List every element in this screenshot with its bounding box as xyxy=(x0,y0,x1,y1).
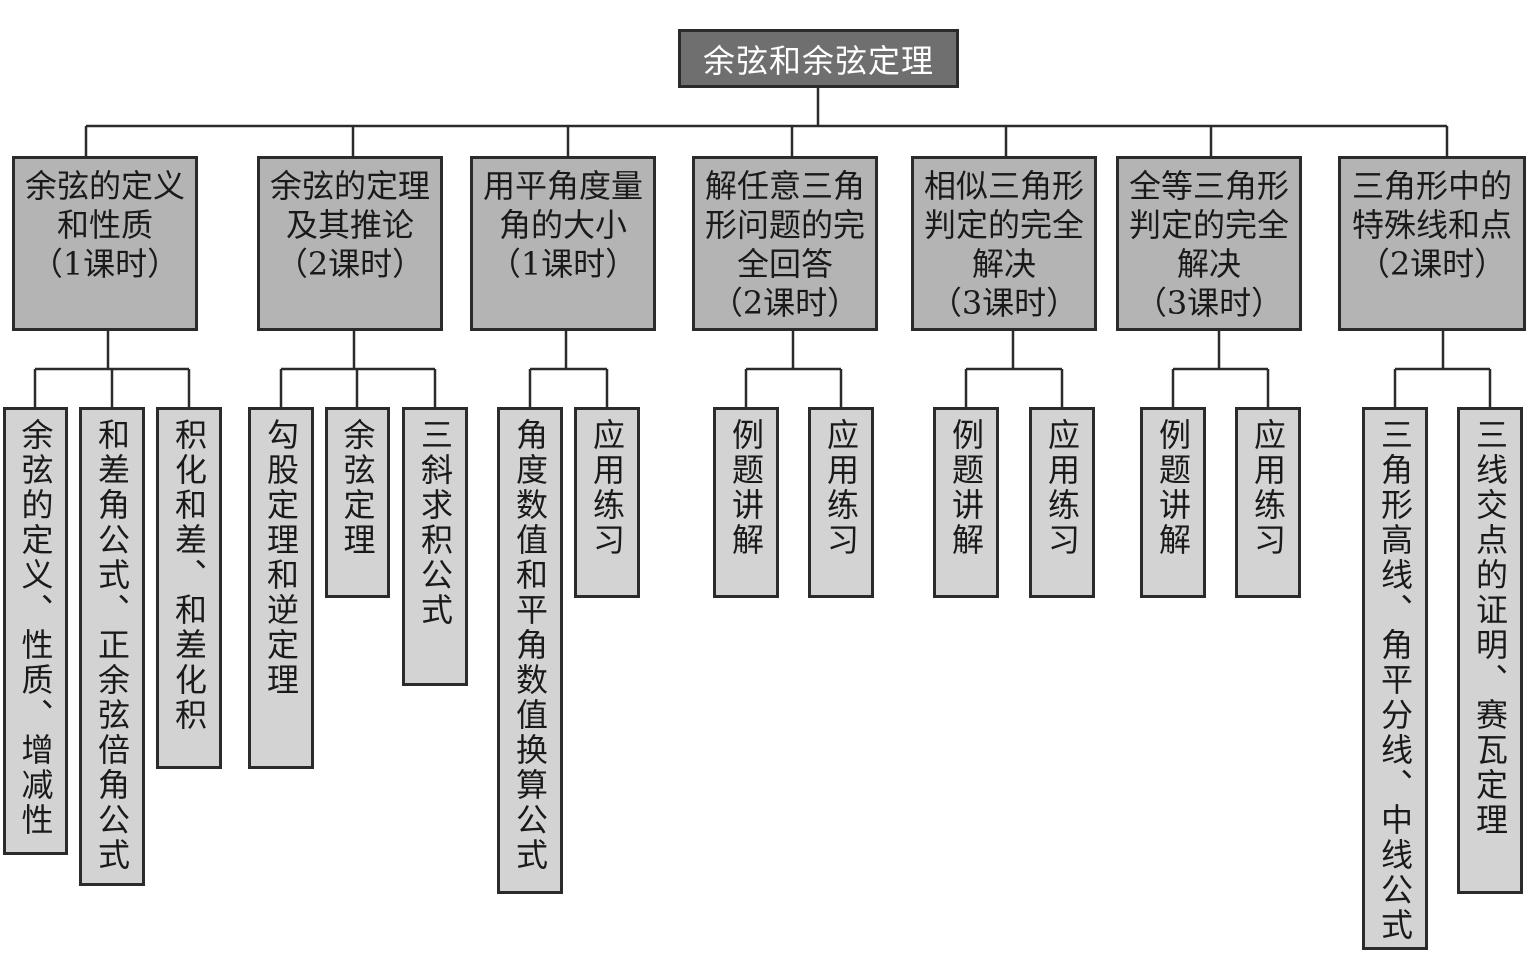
topic-7-line-1: 三角形中的 xyxy=(1351,167,1512,205)
topic-4-line-2: 形问题的完 xyxy=(704,206,865,244)
subtopic-3-1: 角度数值和平角数值换算公式 xyxy=(497,407,563,894)
subtopic-7-1: 三角形高线、角平分线、中线公式 xyxy=(1362,407,1428,950)
subtopic-6-1: 例题讲解 xyxy=(1140,407,1206,598)
topic-node-5: 相似三角形 判定的完全 解决 （3课时） xyxy=(911,156,1097,331)
topic-node-7: 三角形中的 特殊线和点 （2课时） xyxy=(1338,156,1526,331)
root-node: 余弦和余弦定理 xyxy=(678,29,959,88)
topic-6-line-3: 解决 xyxy=(1176,245,1241,283)
topic-4-line-3: 全回答 xyxy=(736,245,833,283)
topic-3-line-2: 角的大小 xyxy=(498,206,627,244)
topic-3-line-3: （1课时） xyxy=(488,245,638,283)
subtopic-4-1-label: 例题讲解 xyxy=(727,418,765,558)
topic-6-line-1: 全等三角形 xyxy=(1128,167,1289,205)
topic-5-line-3: 解决 xyxy=(971,245,1036,283)
topic-2-line-1: 余弦的定理 xyxy=(269,167,430,205)
topic-5-line-1: 相似三角形 xyxy=(923,167,1084,205)
topic-node-3: 用平角度量 角的大小 （1课时） xyxy=(470,156,656,331)
topic-node-2: 余弦的定理 及其推论 （2课时） xyxy=(257,156,443,331)
subtopic-7-1-label: 三角形高线、角平分线、中线公式 xyxy=(1376,418,1414,943)
topic-node-4: 解任意三角 形问题的完 全回答 （2课时） xyxy=(692,156,878,331)
subtopic-2-1: 勾股定理和逆定理 xyxy=(248,407,314,769)
subtopic-3-1-label: 角度数值和平角数值换算公式 xyxy=(511,418,549,873)
subtopic-1-2: 和差角公式、正余弦倍角公式 xyxy=(79,407,145,886)
subtopic-6-1-label: 例题讲解 xyxy=(1154,418,1192,558)
subtopic-2-3: 三斜求积公式 xyxy=(402,407,468,686)
subtopic-4-2-label: 应用练习 xyxy=(822,418,860,558)
subtopic-3-2: 应用练习 xyxy=(574,407,640,598)
subtopic-4-2: 应用练习 xyxy=(808,407,874,598)
subtopic-2-2: 余弦定理 xyxy=(325,407,390,598)
topic-2-line-2: 及其推论 xyxy=(285,206,414,244)
topic-7-line-3: （2课时） xyxy=(1357,245,1507,283)
topic-node-1: 余弦的定义 和性质 （1课时） xyxy=(12,156,198,331)
topic-6-line-2: 判定的完全 xyxy=(1128,206,1289,244)
topic-5-line-2: 判定的完全 xyxy=(923,206,1084,244)
subtopic-1-1: 余弦的定义、性质、增减性 xyxy=(3,407,68,855)
subtopic-5-2: 应用练习 xyxy=(1029,407,1095,598)
subtopic-5-1-label: 例题讲解 xyxy=(947,418,985,558)
subtopic-2-2-label: 余弦定理 xyxy=(338,418,377,558)
topic-6-line-4: （3课时） xyxy=(1134,284,1284,322)
topic-4-line-1: 解任意三角 xyxy=(704,167,865,205)
subtopic-7-2: 三线交点的证明、赛瓦定理 xyxy=(1457,407,1523,894)
topic-3-line-1: 用平角度量 xyxy=(482,167,643,205)
subtopic-3-2-label: 应用练习 xyxy=(588,418,626,558)
subtopic-7-2-label: 三线交点的证明、赛瓦定理 xyxy=(1471,418,1509,838)
topic-node-6: 全等三角形 判定的完全 解决 （3课时） xyxy=(1116,156,1302,331)
subtopic-1-1-label: 余弦的定义、性质、增减性 xyxy=(16,418,55,838)
subtopic-6-2-label: 应用练习 xyxy=(1249,418,1287,558)
subtopic-2-3-label: 三斜求积公式 xyxy=(416,418,454,628)
subtopic-6-2: 应用练习 xyxy=(1235,407,1301,598)
subtopic-5-1: 例题讲解 xyxy=(933,407,999,598)
subtopic-4-1: 例题讲解 xyxy=(713,407,779,598)
subtopic-1-2-label: 和差角公式、正余弦倍角公式 xyxy=(93,418,131,873)
subtopic-1-3-label: 积化和差、和差化积 xyxy=(170,418,208,733)
topic-2-line-3: （2课时） xyxy=(275,245,425,283)
topic-4-line-4: （2课时） xyxy=(710,284,860,322)
subtopic-5-2-label: 应用练习 xyxy=(1043,418,1081,558)
topic-7-line-2: 特殊线和点 xyxy=(1351,206,1512,244)
topic-5-line-4: （3课时） xyxy=(929,284,1079,322)
subtopic-2-1-label: 勾股定理和逆定理 xyxy=(262,418,300,698)
root-label: 余弦和余弦定理 xyxy=(702,41,934,80)
topic-1-line-1: 余弦的定义 xyxy=(24,167,185,205)
topic-1-line-2: 和性质 xyxy=(56,206,153,244)
topic-1-line-3: （1课时） xyxy=(30,245,180,283)
subtopic-1-3: 积化和差、和差化积 xyxy=(156,407,222,769)
